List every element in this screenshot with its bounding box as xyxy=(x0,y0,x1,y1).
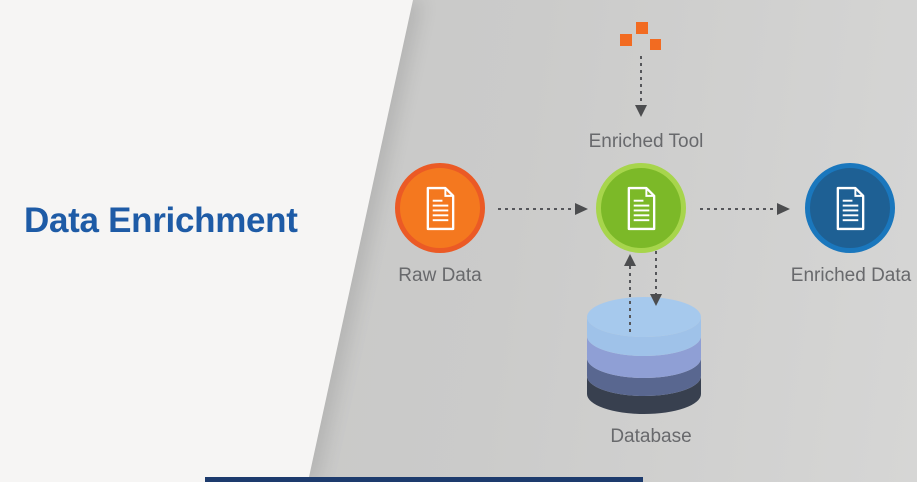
dashed-arrow-down-tool xyxy=(635,56,647,117)
dashed-arrow-up-from-database xyxy=(624,254,636,332)
square-top xyxy=(636,22,648,34)
bottom-accent-bar xyxy=(205,477,643,482)
raw-data-label: Raw Data xyxy=(398,265,482,286)
dashed-arrow-right-1 xyxy=(498,203,588,215)
square-right xyxy=(650,39,661,50)
page-title: Data Enrichment xyxy=(24,201,298,240)
database-label: Database xyxy=(610,426,692,447)
left-panel xyxy=(0,0,414,482)
document-icon xyxy=(426,186,454,230)
enriched-tool-label: Enriched Tool xyxy=(588,131,704,152)
enriched-data-node xyxy=(805,163,895,253)
raw-data-node xyxy=(395,163,485,253)
document-icon xyxy=(836,186,864,230)
enriched-data-label: Enriched Data xyxy=(790,265,912,286)
database-cylinder-icon xyxy=(587,297,701,414)
enrichment-node xyxy=(596,163,686,253)
square-left xyxy=(620,34,632,46)
dashed-arrow-right-2 xyxy=(700,203,790,215)
dashed-arrow-down-to-database xyxy=(650,251,662,306)
document-icon xyxy=(627,186,655,230)
